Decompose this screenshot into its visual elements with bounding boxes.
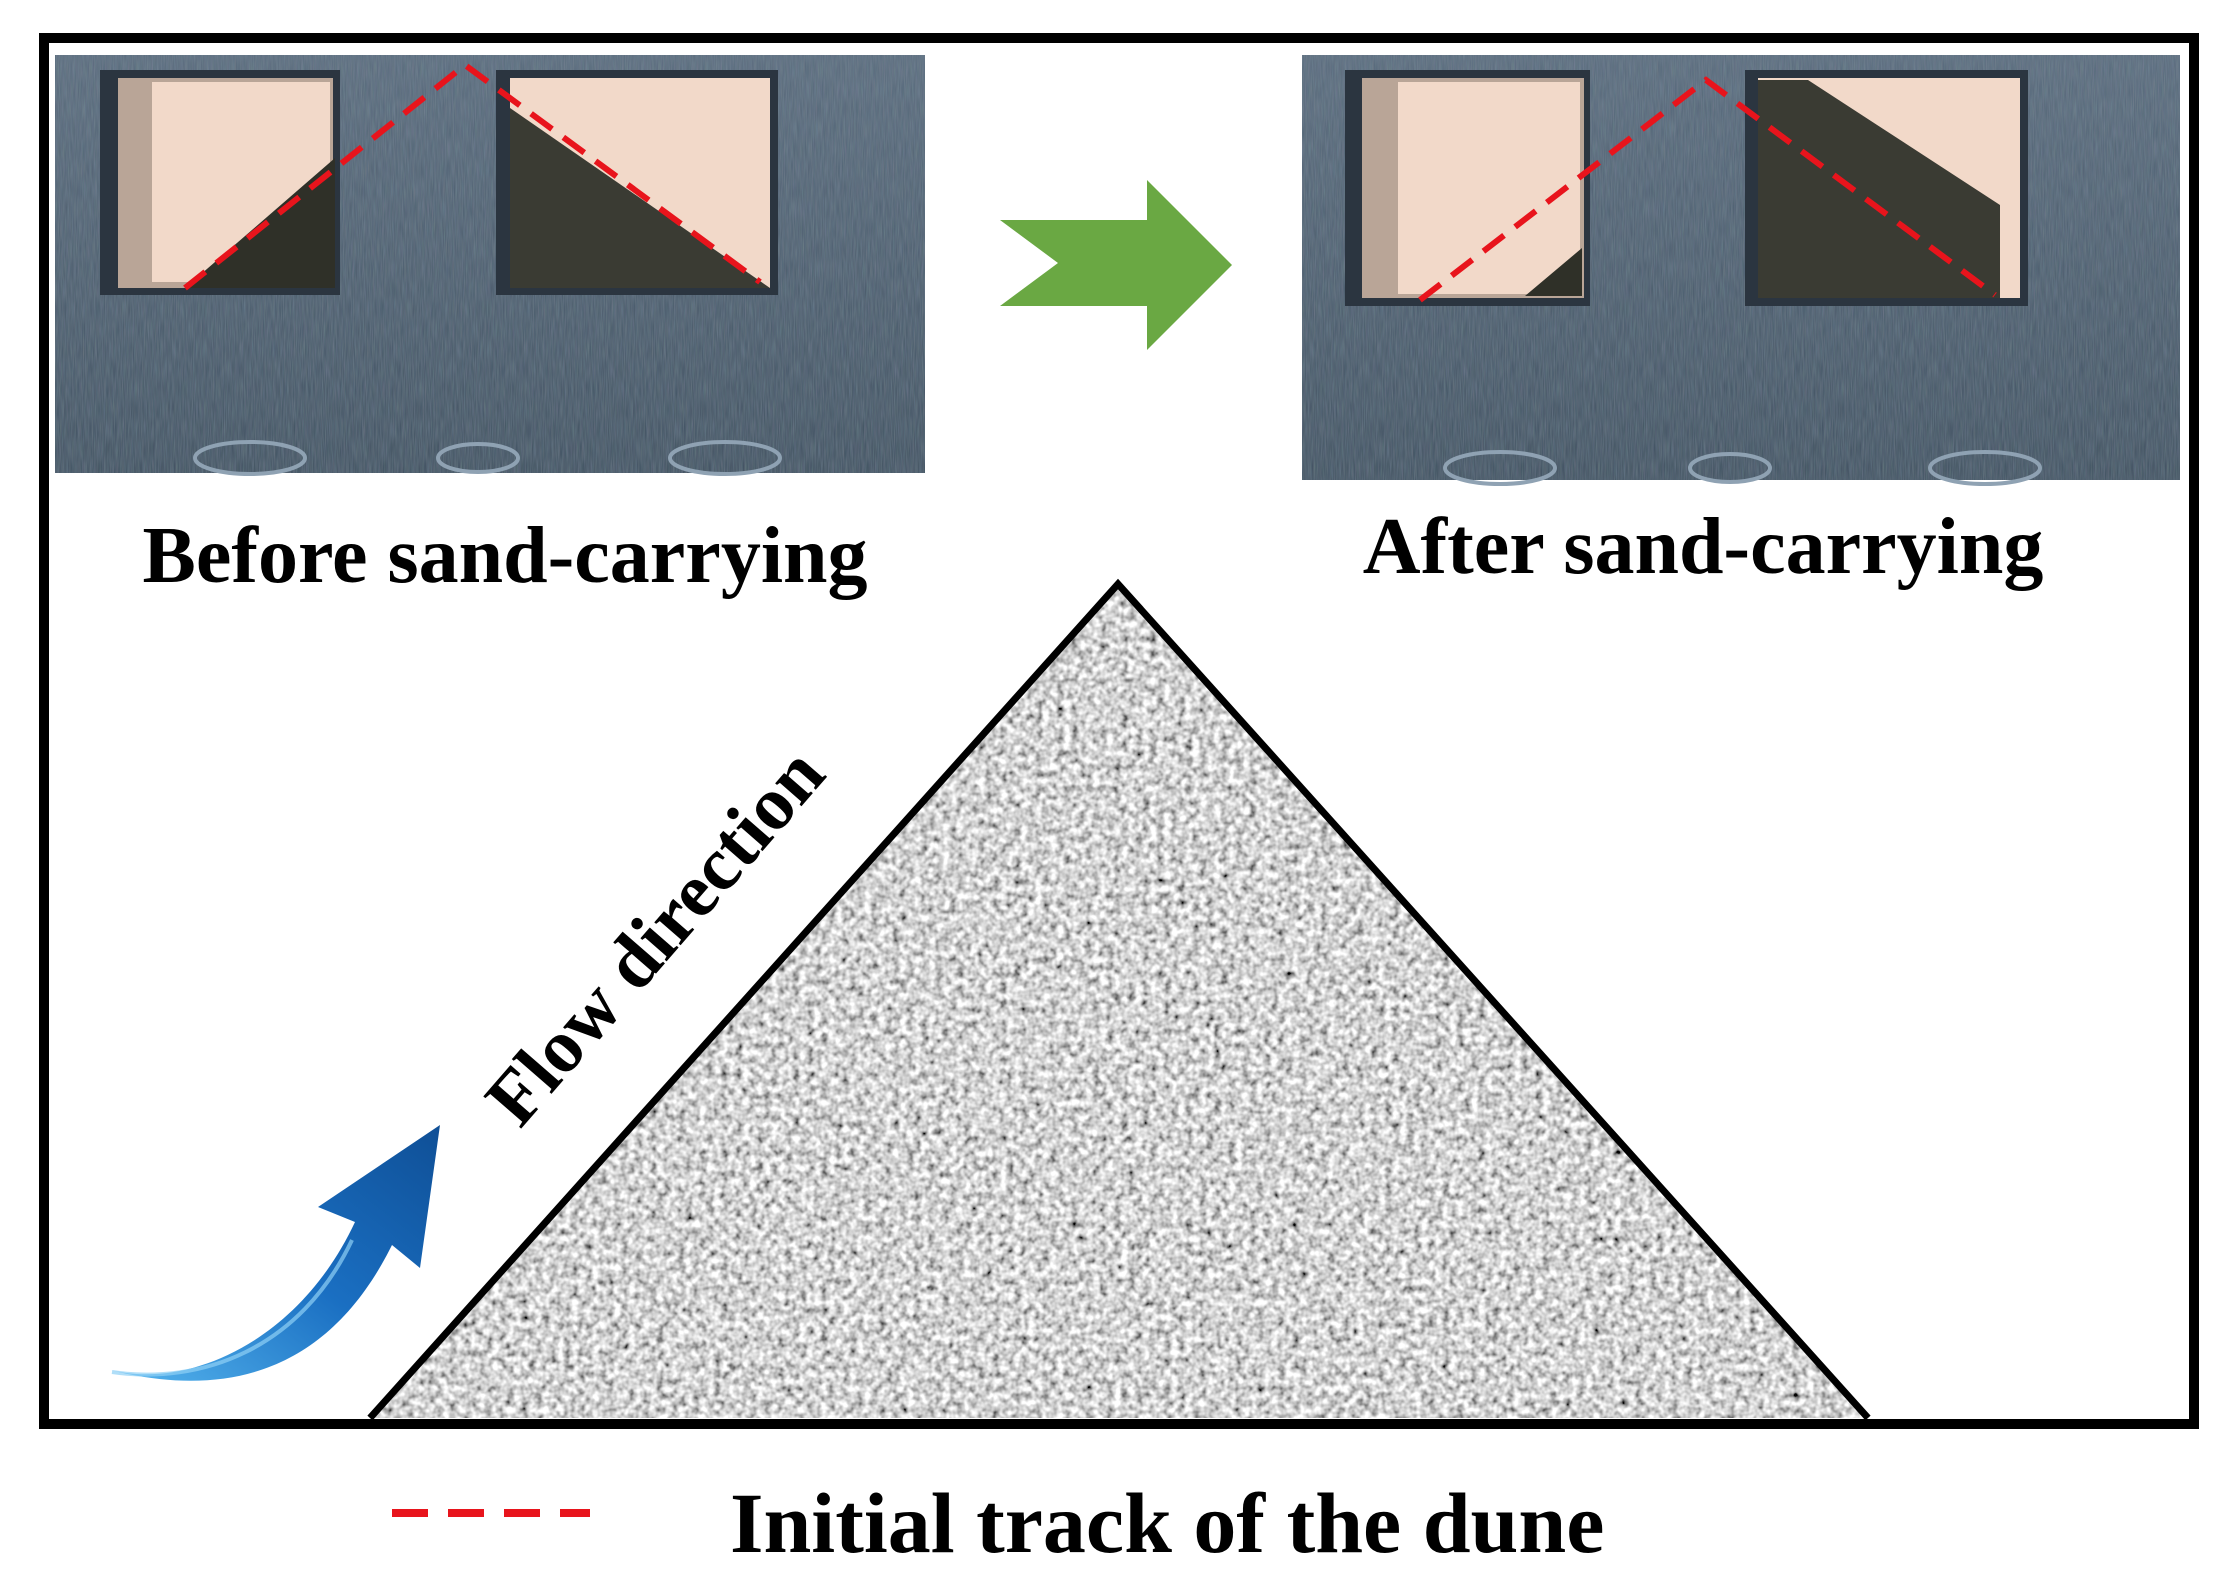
- before-photo: [55, 55, 925, 476]
- after-initial-track-line: [1418, 76, 1997, 303]
- after-caption: After sand-carrying: [1363, 503, 2044, 591]
- before-initial-track-line: [183, 61, 762, 291]
- chevron-right-arrow-icon: [1000, 180, 1232, 350]
- curved-arrow-icon: [110, 1125, 440, 1381]
- before-caption: Before sand-carrying: [142, 512, 867, 600]
- after-photo: [1302, 55, 2180, 486]
- after-right-sand: [1758, 80, 2000, 298]
- legend-label: Initial track of the dune: [730, 1475, 1604, 1571]
- dune-outline: [367, 578, 1871, 1421]
- after-left-sand: [1525, 248, 1582, 296]
